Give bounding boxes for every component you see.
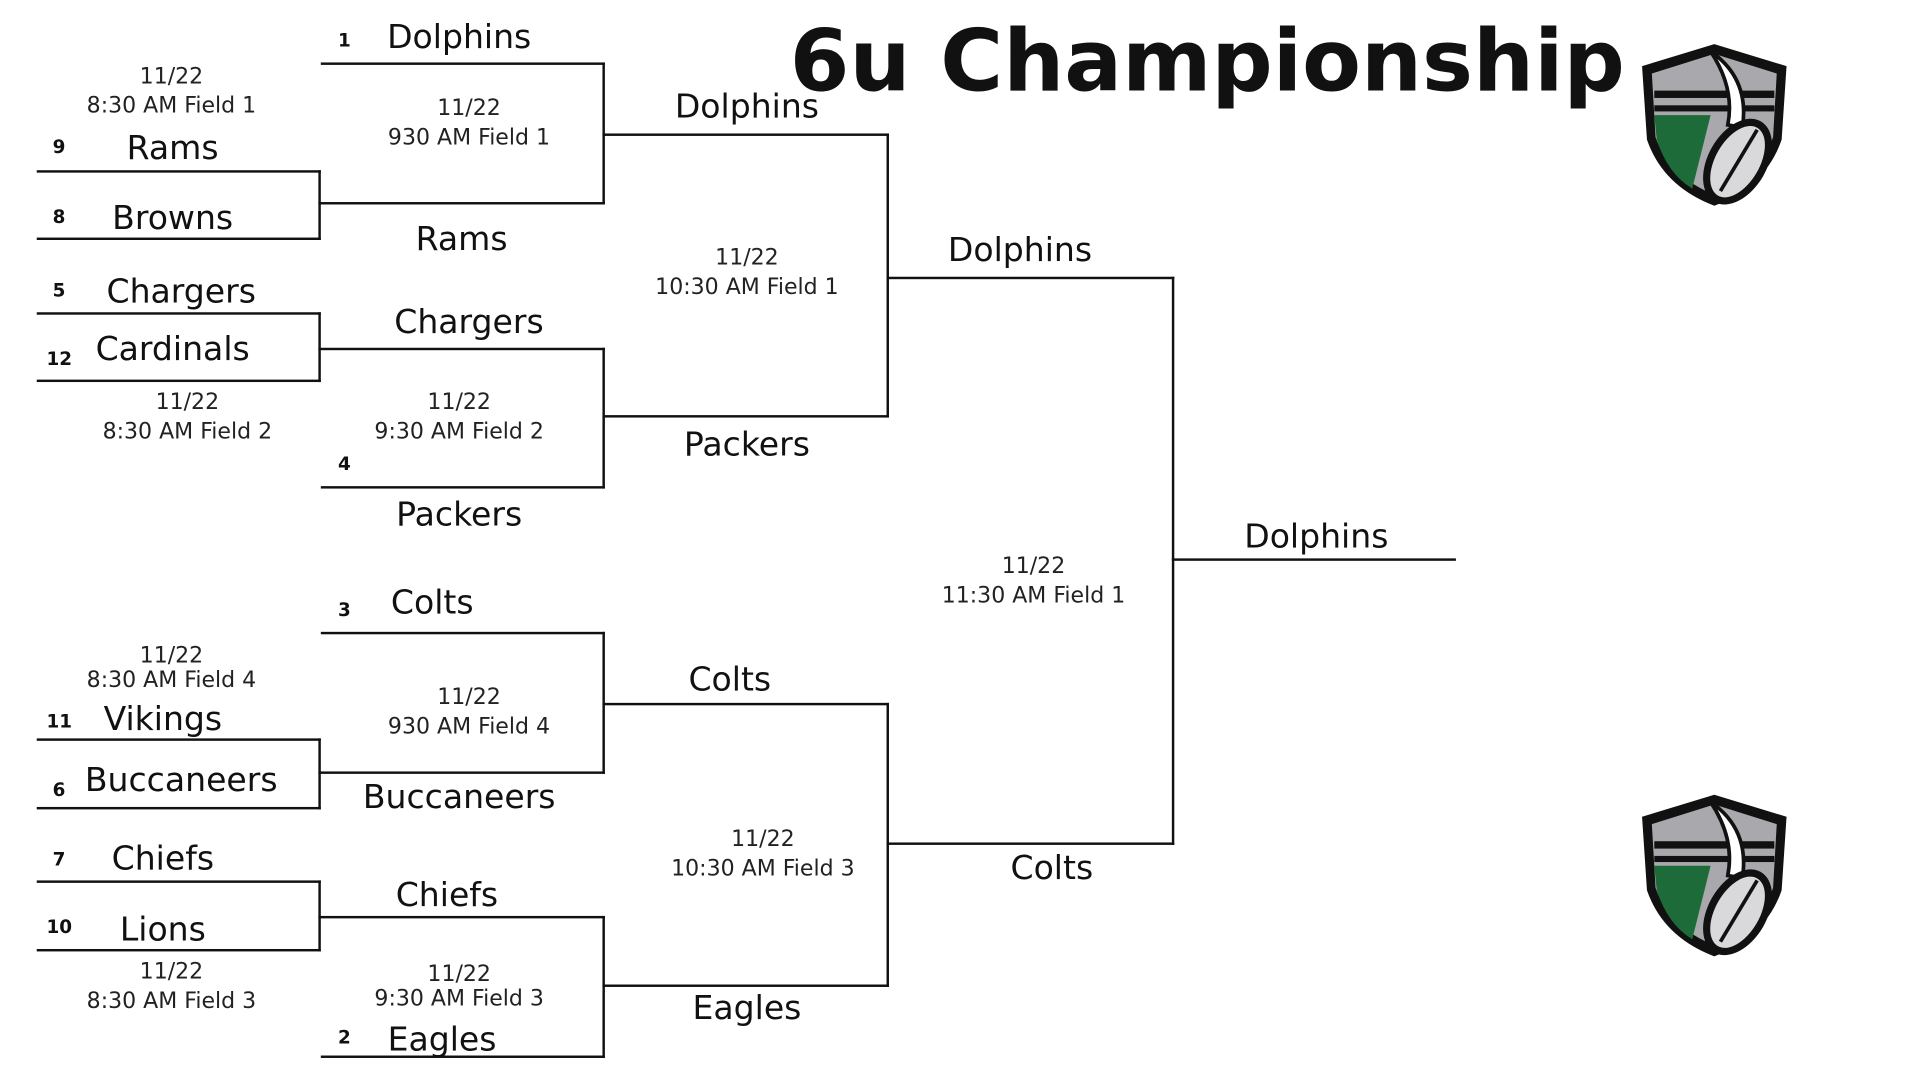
team-name: Dolphins <box>674 88 820 127</box>
team-name: Colts <box>1010 849 1094 888</box>
team-name: Chargers <box>394 303 544 342</box>
seed: 12 <box>46 347 73 370</box>
seed: 10 <box>46 915 73 938</box>
seed: 2 <box>337 1026 351 1049</box>
team-name: Chiefs <box>111 840 215 878</box>
team-name: Packers <box>396 495 523 534</box>
football-shield-logo-icon <box>1642 44 1787 206</box>
seed: 8 <box>52 205 66 228</box>
team-name: Colts <box>688 661 772 700</box>
team-name: Browns <box>112 199 234 238</box>
team-name: Lions <box>119 911 206 949</box>
team-name: Dolphins <box>387 18 532 57</box>
team-name: Dolphins <box>947 231 1093 270</box>
seed: 1 <box>337 29 351 52</box>
team-name: Eagles <box>692 989 802 1028</box>
page-title: 6u Championship <box>789 11 1625 112</box>
seed: 9 <box>52 135 66 158</box>
seed: 5 <box>52 279 66 302</box>
seed: 6 <box>52 778 66 801</box>
seed: 4 <box>337 453 351 476</box>
team-name: Rams <box>126 129 219 168</box>
team-name: Buccaneers <box>84 761 278 800</box>
seed: 3 <box>337 598 351 621</box>
football-shield-logo-icon <box>1642 794 1787 957</box>
team-name: Eagles <box>387 1021 497 1060</box>
team-name: Packers <box>683 426 810 465</box>
team-name: Chiefs <box>395 876 499 915</box>
team-name: Cardinals <box>95 330 250 369</box>
seed: 11 <box>46 710 73 733</box>
champion-name: Dolphins <box>1244 517 1389 556</box>
team-name: Chargers <box>106 273 256 312</box>
seed: 7 <box>52 848 66 871</box>
team-name: Colts <box>390 584 474 623</box>
team-name: Buccaneers <box>362 778 556 817</box>
team-name: Vikings <box>103 700 223 739</box>
team-name: Rams <box>415 220 508 259</box>
